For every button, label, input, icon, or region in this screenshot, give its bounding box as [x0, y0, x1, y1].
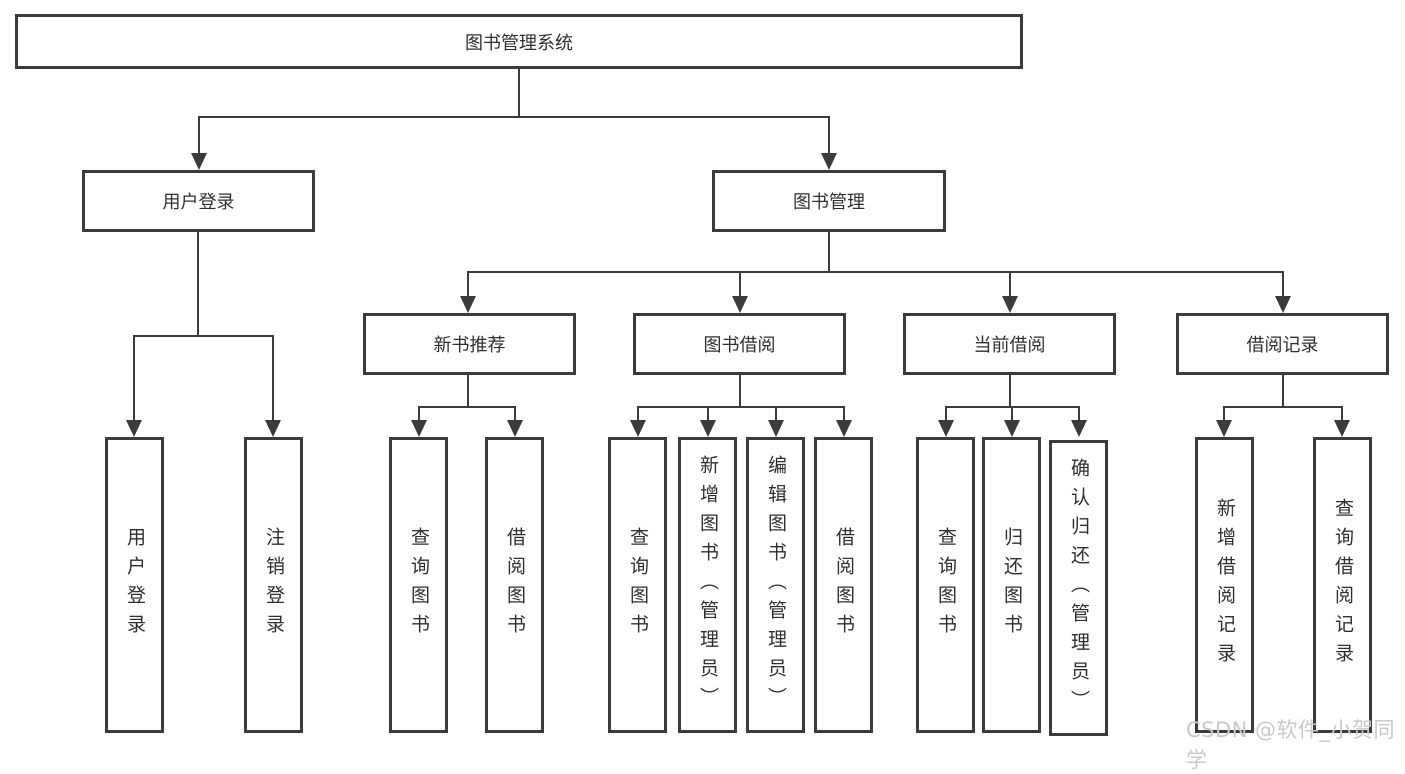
leaf-recommend-query-books: 查询图书 [389, 437, 448, 733]
arrowhead [507, 420, 523, 437]
connector-line [843, 406, 845, 422]
arrowhead [191, 153, 207, 170]
node-borrowing-records: 借阅记录 [1176, 313, 1389, 375]
arrowhead [1334, 420, 1350, 437]
arrowhead [732, 296, 748, 313]
node-new-book-recommendation: 新书推荐 [363, 313, 576, 375]
connector-line [198, 116, 830, 118]
leaf-borrow-query-books: 查询图书 [608, 437, 667, 733]
leaf-user-login: 用户登录 [105, 437, 164, 733]
leaf-records-query-borrow-record: 查询借阅记录 [1313, 437, 1372, 733]
leaf-logout-login: 注销登录 [244, 437, 303, 733]
connector-line [467, 271, 469, 298]
connector-line [828, 116, 830, 154]
connector-line [514, 406, 516, 422]
leaf-current-return-books: 归还图书 [982, 437, 1041, 733]
connector-line [1223, 406, 1343, 408]
connector-line [418, 406, 516, 408]
connector-line [637, 406, 845, 408]
arrowhead [411, 420, 427, 437]
connector-line [1011, 406, 1013, 422]
arrowhead [460, 296, 476, 313]
node-current-borrowing: 当前借阅 [903, 313, 1116, 375]
arrowhead [1275, 296, 1291, 313]
leaf-recommend-borrow-books: 借阅图书 [485, 437, 544, 733]
leaf-borrow-add-books-admin: 新增图书（管理员） [678, 437, 737, 733]
connector-line [133, 335, 135, 422]
leaf-borrow-edit-books-admin: 编辑图书（管理员） [746, 437, 805, 733]
arrowhead [700, 420, 716, 437]
connector-line [1282, 373, 1284, 407]
connector-line [828, 230, 830, 272]
connector-line [467, 271, 1284, 273]
connector-line [707, 406, 709, 422]
arrowhead [938, 420, 954, 437]
connector-line [775, 406, 777, 422]
connector-line [518, 69, 520, 117]
connector-line [1282, 271, 1284, 298]
leaf-current-query-books: 查询图书 [916, 437, 975, 733]
arrowhead [821, 153, 837, 170]
arrowhead [836, 420, 852, 437]
connector-line [1078, 406, 1080, 422]
connector-line [739, 271, 741, 298]
leaf-current-confirm-return-admin: 确认归还（管理员） [1049, 440, 1108, 736]
node-user-login: 用户登录 [82, 170, 315, 232]
connector-line [418, 406, 420, 422]
connector-line [945, 406, 947, 422]
connector-line [1009, 271, 1011, 298]
node-book-borrowing: 图书借阅 [633, 313, 846, 375]
connector-line [198, 116, 200, 154]
connector-line [739, 373, 741, 407]
node-library-management-system: 图书管理系统 [15, 14, 1023, 69]
node-book-management: 图书管理 [712, 170, 946, 232]
connector-line [637, 406, 639, 422]
leaf-borrow-borrow-books: 借阅图书 [814, 437, 873, 733]
arrowhead [768, 420, 784, 437]
watermark-text: CSDN @软件_小贺同学 [1186, 718, 1396, 772]
arrowhead [630, 420, 646, 437]
connector-line [133, 335, 274, 337]
leaf-records-add-borrow-record: 新增借阅记录 [1195, 437, 1254, 733]
arrowhead [1004, 420, 1020, 437]
connector-line [1341, 406, 1343, 422]
connector-line [197, 230, 199, 336]
arrowhead [1216, 420, 1232, 437]
arrowhead [1002, 296, 1018, 313]
connector-line [1009, 373, 1011, 407]
org-chart: { "diagram": { "root": "图书管理系统", "level2… [15, 14, 1395, 772]
connector-line [272, 335, 274, 422]
connector-line [467, 373, 469, 407]
arrowhead [265, 420, 281, 437]
arrowhead [1071, 420, 1087, 437]
connector-line [1223, 406, 1225, 422]
arrowhead [126, 420, 142, 437]
